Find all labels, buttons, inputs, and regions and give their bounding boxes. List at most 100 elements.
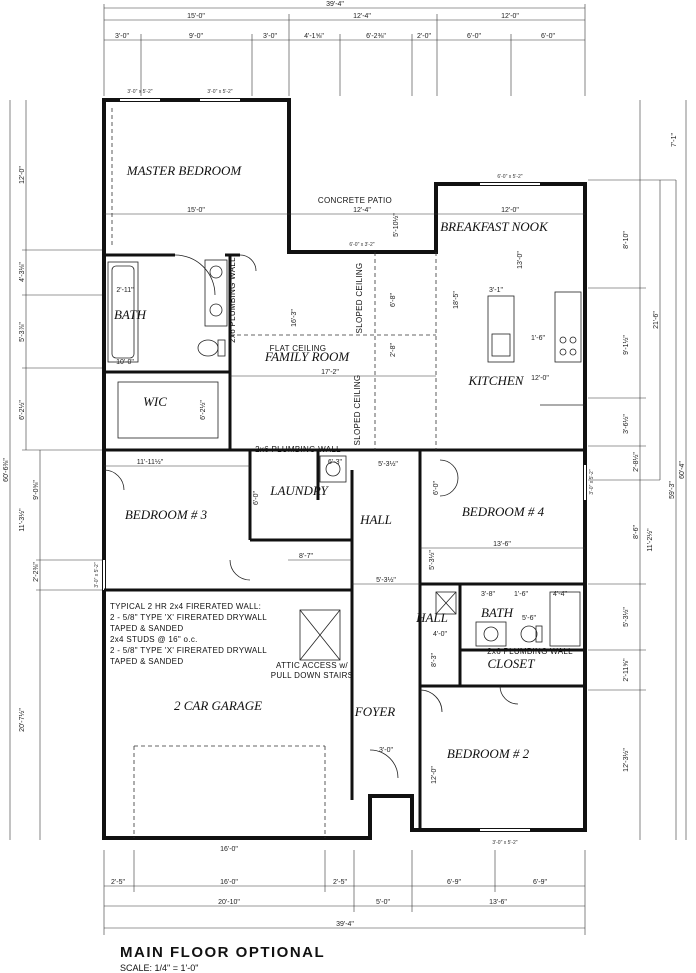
dim-right-a6: 5'-3½"	[622, 607, 630, 627]
dim-top-r1-b: 12'-4"	[353, 13, 371, 20]
room-labels: MASTER BEDROOM BREAKFAST NOOK BATH FAMIL…	[114, 163, 549, 761]
attic-access	[299, 609, 341, 661]
note-firerated-0: TYPICAL 2 HR 2x4 FIRERATED WALL:	[110, 602, 261, 611]
dim-top-r2-a: 3'-0"	[115, 33, 129, 40]
dim-bot-r1-d: 6'-9"	[447, 879, 461, 886]
room-bedroom-3: BEDROOM # 3	[125, 507, 208, 522]
dim-right-a7: 2'-11⅝"	[623, 658, 630, 682]
dim-bed4-c: 6'-0"	[433, 481, 440, 495]
room-closet: CLOSET	[488, 656, 536, 671]
dim-left-b3: 20'-7½"	[18, 708, 26, 732]
room-bath-hall: BATH	[481, 605, 514, 620]
dim-family-depth: 16'-3"	[291, 309, 298, 327]
dim-left-a1: 4'-3⅛"	[19, 262, 26, 282]
dim-left-a3: 6'-2½"	[18, 400, 26, 420]
dim-bot-r2-a: 20'-10"	[218, 899, 240, 906]
window-tag-5: 3'-0" x 5'-2"	[94, 562, 100, 587]
plan-scale: SCALE: 1/4" = 1'-0"	[120, 963, 199, 973]
dim-bot-r1-a: 2'-5"	[111, 879, 125, 886]
dim-kitchen-slope: 18'-5"	[453, 291, 460, 309]
dim-left-a2: 5'-3⅞"	[19, 322, 26, 342]
dim-right-outer: 60'-4"	[679, 461, 686, 479]
dim-laundry-width: 6'-3"	[328, 459, 342, 466]
room-kitchen: KITCHEN	[468, 373, 525, 388]
room-hall-left: HALL	[359, 512, 392, 527]
dim-island: 3'-1"	[489, 287, 503, 294]
note-concrete-patio: CONCRETE PATIO	[318, 196, 392, 205]
dim-left-a0: 12'-0"	[19, 166, 26, 184]
window-tag-6: 3'-0" x 5'-2"	[589, 469, 595, 494]
dim-right-a5: 8'-6"	[633, 525, 640, 539]
dim-left-b2: 2'-2⅜"	[33, 562, 40, 582]
dim-top-r2-c: 3'-0"	[263, 33, 277, 40]
interior-walls	[104, 108, 585, 830]
dim-nook-width: 12'-0"	[501, 207, 519, 214]
plan-title: MAIN FLOOR OPTIONAL	[120, 944, 326, 961]
dim-kitchen-depth: 13'-0"	[517, 251, 524, 269]
right-dimensions: 60'-4" 7'-1" 8'-10" 9'-1½" 3'-6½" 2'-8½"…	[588, 100, 687, 840]
bathtub-hall	[549, 591, 581, 647]
dim-bed4-width: 13'-6"	[493, 541, 511, 548]
dim-master-bath-b: 10'-0"	[116, 359, 134, 366]
bathtub-master	[107, 261, 139, 363]
dim-wic-depth: 6'-2½"	[199, 400, 207, 420]
room-bedroom-2: BEDROOM # 2	[447, 746, 530, 761]
note-firerated-2: TAPED & SANDED	[110, 624, 183, 633]
dim-bath-c: 4'-4"	[553, 591, 567, 598]
room-garage: 2 CAR GARAGE	[174, 698, 262, 713]
dim-bot-r2-b: 5'-0"	[376, 899, 390, 906]
dim-family-c: 2'-8"	[390, 343, 397, 357]
room-laundry: LAUNDRY	[269, 483, 329, 498]
window-tag-3: 6'-0" x 5'-2"	[497, 174, 522, 180]
top-dimensions: 39'-4" 15'-0" 12'-4" 12'-0" 3'-0" 9'-0" …	[103, 1, 586, 96]
dim-right-b1: 11'-2½"	[646, 528, 654, 552]
dim-bed2-depth: 12'-0"	[431, 766, 438, 784]
dim-bot-r1-b: 16'-0"	[220, 879, 238, 886]
note-firerated-1: 2 - 5/8" TYPE 'X' FIRERATED DRYWALL	[110, 613, 267, 622]
room-breakfast-nook: BREAKFAST NOOK	[440, 219, 549, 234]
dim-top-r1-a: 15'-0"	[187, 13, 205, 20]
dim-left-b0: 9'-0⅝"	[33, 480, 40, 500]
dim-hall-seg: 8'-7"	[299, 553, 313, 560]
dim-bath-f: 8'-3"	[431, 653, 438, 667]
dim-right-a2: 9'-1½"	[622, 335, 630, 355]
room-foyer: FOYER	[354, 704, 396, 719]
vanity-master	[204, 259, 228, 327]
dim-bot-r1-c: 2'-5"	[333, 879, 347, 886]
dim-bot-overall: 39'-4"	[336, 921, 354, 928]
window-tag-2: 3'-0" x 5'-2"	[207, 89, 232, 95]
dim-top-r2-h: 6'-0"	[541, 33, 555, 40]
dim-bot-r1-e: 6'-9"	[533, 879, 547, 886]
bottom-dimensions: 2'-5" 16'-0" 2'-5" 6'-9" 6'-9" 20'-10" 5…	[103, 850, 586, 935]
dim-left-outer: 60'-6⅜"	[3, 458, 10, 482]
dim-right-a1: 8'-10"	[623, 231, 630, 249]
dim-foyer: 3'-0"	[379, 747, 393, 754]
exterior-walls: 3'-0" x 5'-2" 3'-0" x 5'-2" 6'-0" x 5'-2…	[94, 89, 595, 846]
left-dimensions: 60'-6⅜" 12'-0" 4'-3⅛" 5'-3⅞" 6'-2½" 9'-0…	[3, 100, 102, 840]
note-sloped-ceiling-1: SLOPED CEILING	[355, 263, 364, 334]
dim-right-b0: 21'-6"	[653, 311, 660, 329]
dim-hall-width: 5'-3½"	[378, 460, 398, 468]
dim-bath-e: 4'-0"	[433, 631, 447, 638]
note-flat-ceiling: FLAT CEILING	[270, 344, 327, 353]
dim-patio-width: 12'-4"	[353, 207, 371, 214]
dim-top-r1-c: 12'-0"	[501, 13, 519, 20]
dim-kitchen-width: 12'-0"	[531, 375, 549, 382]
dim-range: 1'-6"	[531, 335, 545, 342]
dim-bedroom3-width: 11'-11½"	[137, 458, 164, 466]
dim-top-r2-f: 2'-0"	[417, 33, 431, 40]
room-wic: WIC	[143, 394, 167, 409]
note-firerated-3: 2x4 STUDS @ 16" o.c.	[110, 635, 198, 644]
dim-right-a4: 2'-8½"	[632, 452, 640, 472]
window-tag-7: 3'-0" x 5'-2"	[492, 840, 517, 846]
dim-top-r2-e: 6'-2⅜"	[366, 33, 386, 40]
room-master-bedroom: MASTER BEDROOM	[126, 163, 243, 178]
dim-family-slope: 6'-8"	[390, 293, 397, 307]
dim-left-b1: 11'-3½"	[18, 508, 26, 532]
dim-top-r2-d: 4'-1⅝"	[304, 33, 324, 40]
kitchen-counter	[554, 291, 582, 363]
note-plumbing-wall-master: 2x6 PLUMBING WALL	[228, 257, 237, 343]
dim-nook-depth: 5'-10½"	[392, 213, 400, 237]
dim-bed3-c: 6'-0"	[253, 491, 260, 505]
